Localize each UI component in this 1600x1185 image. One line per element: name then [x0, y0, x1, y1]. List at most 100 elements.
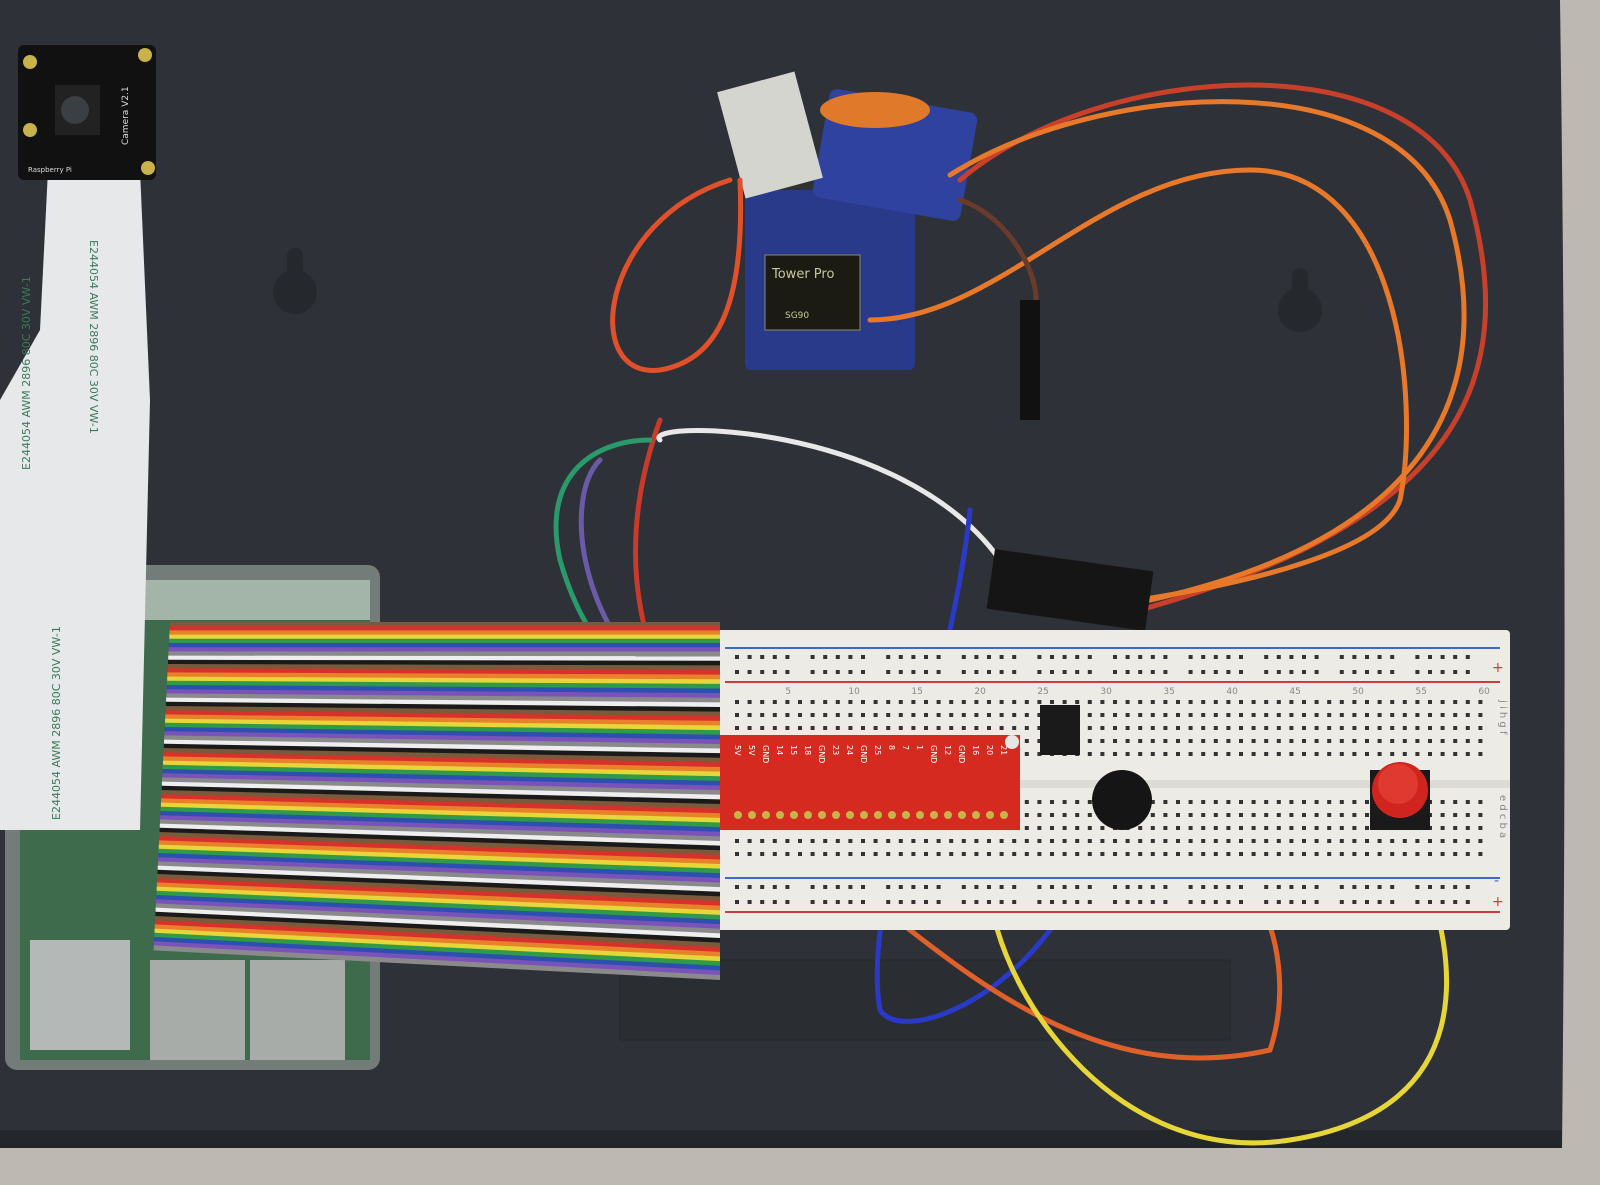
breadboard-hole[interactable] [1226, 739, 1231, 743]
breadboard-hole[interactable] [1176, 800, 1180, 804]
breadboard-hole[interactable] [1377, 885, 1382, 889]
breadboard-hole[interactable] [823, 670, 828, 674]
breadboard-hole[interactable] [861, 852, 865, 856]
breadboard-hole[interactable] [1453, 700, 1458, 704]
breadboard-hole[interactable] [1478, 813, 1483, 817]
breadboard-hole[interactable] [936, 839, 941, 843]
breadboard-hole[interactable] [760, 700, 765, 704]
breadboard-hole[interactable] [810, 726, 815, 730]
breadboard-hole[interactable] [1302, 800, 1306, 804]
breadboard-hole[interactable] [823, 713, 828, 717]
breadboard-hole[interactable] [1402, 713, 1407, 717]
breadboard-hole[interactable] [1239, 900, 1243, 904]
breadboard-hole[interactable] [1453, 813, 1458, 817]
breadboard-hole[interactable] [1302, 739, 1306, 743]
breadboard-hole[interactable] [961, 726, 966, 730]
breadboard-hole[interactable] [1377, 839, 1382, 843]
breadboard-hole[interactable] [1302, 885, 1306, 889]
breadboard-hole[interactable] [1213, 852, 1218, 856]
breadboard-hole[interactable] [1352, 813, 1357, 817]
breadboard-hole[interactable] [1327, 752, 1332, 756]
breadboard-hole[interactable] [1150, 700, 1155, 704]
breadboard-hole[interactable] [810, 885, 815, 889]
breadboard-hole[interactable] [1377, 700, 1382, 704]
breadboard-hole[interactable] [1213, 713, 1218, 717]
breadboard-hole[interactable] [1226, 726, 1231, 730]
breadboard-hole[interactable] [1087, 700, 1092, 704]
breadboard-hole[interactable] [810, 713, 815, 717]
breadboard-hole[interactable] [1428, 885, 1432, 889]
breadboard-hole[interactable] [1327, 700, 1332, 704]
breadboard-hole[interactable] [936, 700, 941, 704]
breadboard-hole[interactable] [898, 655, 903, 659]
breadboard-hole[interactable] [1239, 813, 1243, 817]
breadboard-hole[interactable] [772, 852, 777, 856]
breadboard-hole[interactable] [1251, 839, 1256, 843]
breadboard-hole[interactable] [785, 713, 790, 717]
breadboard-hole[interactable] [1125, 700, 1130, 704]
breadboard-hole[interactable] [924, 700, 928, 704]
breadboard-hole[interactable] [1176, 852, 1180, 856]
breadboard-hole[interactable] [961, 670, 966, 674]
breadboard-hole[interactable] [898, 700, 903, 704]
breadboard-hole[interactable] [735, 713, 739, 717]
breadboard-hole[interactable] [823, 900, 828, 904]
breadboard-hole[interactable] [1339, 826, 1344, 830]
breadboard-hole[interactable] [772, 900, 777, 904]
breadboard-hole[interactable] [1226, 885, 1231, 889]
breadboard-hole[interactable] [1150, 800, 1155, 804]
breadboard-hole[interactable] [1087, 900, 1092, 904]
breadboard-hole[interactable] [1125, 852, 1130, 856]
breadboard-hole[interactable] [1037, 900, 1042, 904]
breadboard-hole[interactable] [1264, 713, 1269, 717]
breadboard-hole[interactable] [1390, 700, 1395, 704]
breadboard-hole[interactable] [1302, 655, 1306, 659]
breadboard-hole[interactable] [1062, 813, 1067, 817]
breadboard-hole[interactable] [1302, 900, 1306, 904]
breadboard-hole[interactable] [1062, 655, 1067, 659]
breadboard-hole[interactable] [936, 726, 941, 730]
breadboard-hole[interactable] [1150, 726, 1155, 730]
breadboard-hole[interactable] [1264, 655, 1269, 659]
breadboard-hole[interactable] [1087, 655, 1092, 659]
breadboard-hole[interactable] [961, 900, 966, 904]
breadboard-hole[interactable] [1113, 839, 1117, 843]
breadboard-hole[interactable] [886, 839, 891, 843]
breadboard-hole[interactable] [1037, 839, 1042, 843]
breadboard-hole[interactable] [1365, 885, 1369, 889]
breadboard-hole[interactable] [1289, 813, 1294, 817]
breadboard-hole[interactable] [1390, 726, 1395, 730]
breadboard-hole[interactable] [1453, 852, 1458, 856]
breadboard-hole[interactable] [1239, 670, 1243, 674]
breadboard-hole[interactable] [1478, 839, 1483, 843]
breadboard-hole[interactable] [848, 726, 853, 730]
breadboard-hole[interactable] [1188, 900, 1193, 904]
breadboard-hole[interactable] [1276, 813, 1281, 817]
breadboard-hole[interactable] [999, 655, 1004, 659]
breadboard-hole[interactable] [1289, 800, 1294, 804]
breadboard-hole[interactable] [911, 852, 916, 856]
breadboard-hole[interactable] [1125, 726, 1130, 730]
breadboard-hole[interactable] [987, 655, 991, 659]
breadboard-hole[interactable] [1176, 813, 1180, 817]
breadboard-hole[interactable] [1037, 826, 1042, 830]
breadboard-hole[interactable] [987, 900, 991, 904]
breadboard-hole[interactable] [1352, 800, 1357, 804]
breadboard-hole[interactable] [1327, 826, 1332, 830]
breadboard-hole[interactable] [848, 839, 853, 843]
breadboard-hole[interactable] [1465, 826, 1470, 830]
breadboard-hole[interactable] [1465, 900, 1470, 904]
breadboard-hole[interactable] [1075, 885, 1080, 889]
breadboard-hole[interactable] [886, 655, 891, 659]
breadboard-hole[interactable] [1150, 885, 1155, 889]
breadboard-hole[interactable] [898, 900, 903, 904]
breadboard-hole[interactable] [1062, 700, 1067, 704]
breadboard-hole[interactable] [1327, 800, 1332, 804]
breadboard-hole[interactable] [1377, 752, 1382, 756]
breadboard-hole[interactable] [785, 900, 790, 904]
breadboard-hole[interactable] [1226, 700, 1231, 704]
breadboard-hole[interactable] [1440, 885, 1445, 889]
breadboard-hole[interactable] [1390, 885, 1395, 889]
breadboard-hole[interactable] [1087, 713, 1092, 717]
breadboard-hole[interactable] [1138, 852, 1143, 856]
